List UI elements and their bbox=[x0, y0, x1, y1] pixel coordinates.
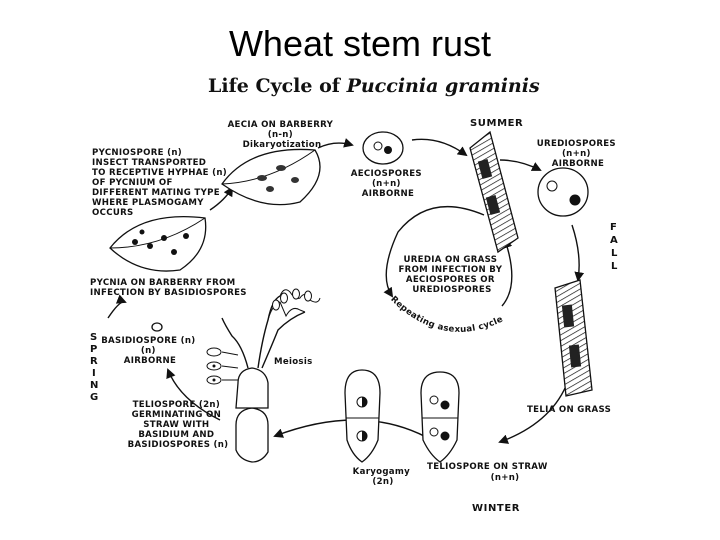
label-teliospore-germinating: TELIOSPORE (2n) GERMINATING ON STRAW WIT… bbox=[128, 400, 229, 450]
label-aeciospores: AECIOSPORES (n+n) AIRBORNE bbox=[351, 169, 425, 199]
label-meiosis: Meiosis bbox=[274, 357, 313, 367]
arrow-teliospore-to-basidiospore bbox=[166, 368, 221, 421]
teliospore-dikaryotic bbox=[420, 371, 460, 463]
season-spring-letter: I bbox=[92, 368, 96, 379]
season-summer: SUMMER bbox=[470, 118, 523, 129]
germinating-teliospore bbox=[206, 288, 321, 463]
label-pycnia: PYCNIA ON BARBERRY FROM INFECTION BY BAS… bbox=[90, 278, 247, 298]
label-aecia: AECIA ON BARBERRY (n-n) Dikaryotization bbox=[228, 120, 337, 150]
label-teliospore-straw: TELIOSPORE ON STRAW (n+n) bbox=[427, 462, 551, 483]
arrow-fall-down bbox=[571, 224, 585, 282]
season-spring-letter: G bbox=[90, 392, 99, 403]
label-karyogamy: Karyogamy (2n) bbox=[353, 467, 414, 487]
arrow-aecia-to-aeciospores bbox=[317, 138, 354, 149]
label-telia: TELIA ON GRASS bbox=[527, 405, 611, 415]
arrow-spring-up bbox=[107, 294, 127, 319]
grass-stem-telia bbox=[554, 279, 593, 397]
arrow-repeating-cycle bbox=[383, 205, 485, 298]
grass-stem-uredia bbox=[469, 130, 519, 254]
arrow-repeating-return bbox=[501, 238, 513, 307]
season-spring-letter: S bbox=[90, 332, 98, 343]
label-pycniospore: PYCNIOSPORE (n) INSECT TRANSPORTED TO RE… bbox=[92, 148, 230, 218]
season-fall-letter: A bbox=[610, 235, 618, 246]
urediospore-cell bbox=[537, 167, 589, 217]
label-basidiospore: BASIDIOSPORE (n) (n) AIRBORNE bbox=[101, 336, 199, 366]
diagram-title: Life Cycle of Puccinia graminis bbox=[208, 75, 540, 97]
season-fall-letter: L bbox=[611, 248, 618, 259]
season-winter: WINTER bbox=[472, 503, 520, 514]
arrow-to-urediospores bbox=[499, 159, 542, 171]
barberry-leaf-upper bbox=[221, 148, 321, 206]
season-fall-letter: L bbox=[611, 261, 618, 272]
arrow-aeciospores-to-summer bbox=[411, 138, 468, 157]
season-fall: F A L L bbox=[610, 222, 618, 272]
season-spring: S P R I N G bbox=[90, 332, 99, 403]
label-repeating-cycle: Repeating asexual cycle bbox=[388, 294, 504, 334]
season-fall-letter: F bbox=[610, 222, 617, 233]
slide-title: Wheat stem rust bbox=[228, 23, 492, 64]
label-urediospores: UREDIOSPORES (n+n) AIRBORNE bbox=[537, 139, 619, 169]
barberry-leaf-lower bbox=[109, 215, 207, 272]
aeciospore-cell bbox=[362, 131, 404, 165]
basidiospore-cell bbox=[151, 322, 163, 332]
season-spring-letter: P bbox=[90, 344, 98, 355]
label-uredia: UREDIA ON GRASS FROM INFECTION BY AECIOS… bbox=[398, 255, 505, 295]
season-spring-letter: R bbox=[90, 356, 98, 367]
teliospore-karyogamy bbox=[344, 369, 381, 463]
season-spring-letter: N bbox=[90, 380, 99, 391]
